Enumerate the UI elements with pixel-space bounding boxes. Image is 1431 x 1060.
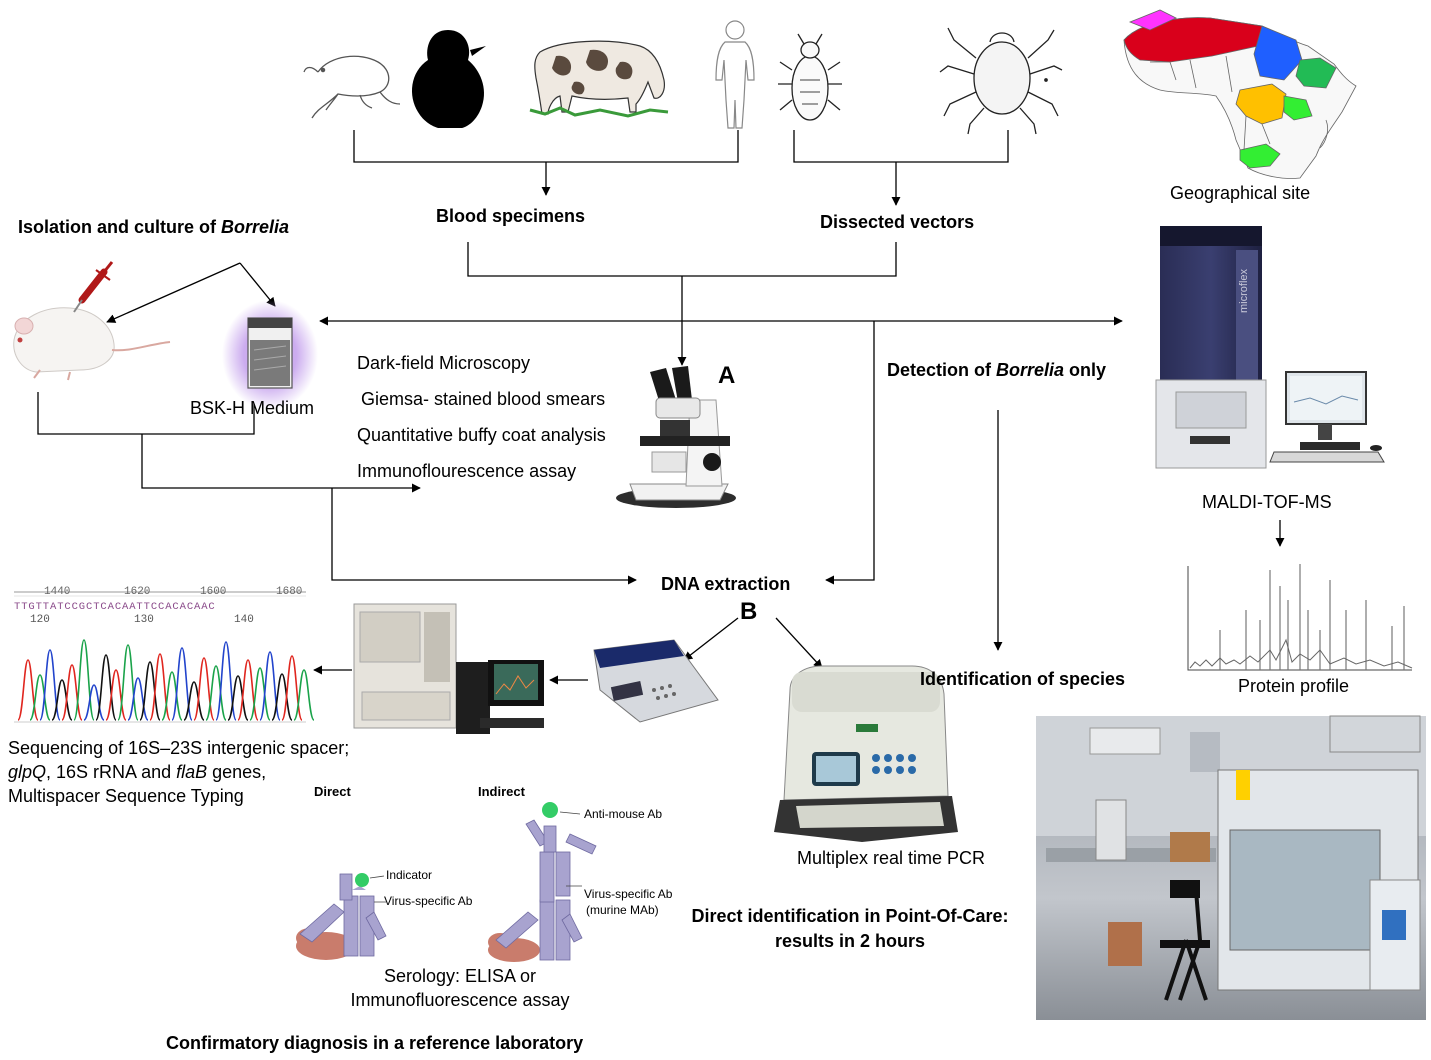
murine-mab-label: (murine MAb) [586,903,659,917]
seq-btick-3: 140 [234,614,254,626]
qbc-label: Quantitative buffy coat analysis [357,425,606,445]
dna-extraction-label: DNA extraction [661,574,791,594]
cow-icon [529,40,669,118]
culture-tube-icon [222,300,318,410]
chromatogram-peak [249,667,271,721]
giemsa-label: Giemsa- stained blood smears [361,389,606,409]
dark-field-label: Dark-field Microscopy [357,353,531,373]
direct-label: Direct [314,784,351,799]
dissected-vectors-label: Dissected vectors [820,212,975,232]
seq-tick-2: 1620 [124,586,151,598]
chromatogram-peak [183,681,205,721]
connectors [37,130,1285,685]
indirect-label: Indirect [478,784,525,799]
seq-btick-2: 130 [134,614,154,626]
protein-profile-label: Protein profile [1238,676,1350,696]
serology-line-2: Immunofluorescence assay [350,990,570,1010]
penguin-icon [412,30,486,128]
detection-label-suffix: only [1064,360,1107,380]
virus-ab-label: Virus-specific Ab [384,894,473,908]
poc-line-2: results in 2 hours [774,931,926,951]
panel-b-label: B [740,598,758,625]
detection-label: Detection of Borrelia only [887,360,1106,382]
louse-icon [778,33,842,121]
antibody-indirect [488,802,597,962]
chromatogram-peak [139,661,161,721]
lab-photo-icon [1036,715,1426,1020]
sequencing-line-1: Sequencing of 16S–23S intergenic spacer; [8,738,350,758]
ifa-label: Immunoflourescence assay [357,461,577,481]
detection-label-genus: Borrelia [996,360,1065,380]
chromatogram-peak [73,639,95,721]
chromatogram-peak [117,644,139,721]
chromatogram-peak [51,679,73,721]
chromatogram [10,586,315,726]
indicator-label: Indicator [386,868,433,882]
maldi-instrument-icon [1155,226,1385,469]
chromatogram-peak [127,677,149,721]
chromatogram-peak [105,669,127,721]
anti-mouse-ab-label: Anti-mouse Ab [584,807,663,821]
blood-specimens-label: Blood specimens [436,206,586,226]
isolation-label-genus: Borrelia [221,217,290,237]
detection-label-prefix: Detection of [887,360,997,380]
tick-icon [939,27,1063,135]
mouse-syringe-icon [13,261,171,381]
isolation-label: Isolation and culture of Borrelia [18,217,289,239]
seq-tick-1: 1440 [44,586,71,598]
sequence-bases: TTGTTATCCGCTCACAATTCCACACAAC [14,601,216,613]
antibody-direct [296,873,387,960]
africa-map-icon [1123,9,1357,179]
glpq-gene: glpQ [8,762,47,782]
flab-gene: flaB [176,762,208,782]
thermocycler-icon [593,639,719,723]
poc-line-1: Direct identification in Point-Of-Care: [691,906,1009,926]
chromatogram-peak [293,669,315,721]
virus-ab2-label: Virus-specific Ab [584,887,673,901]
rat-icon [303,55,401,119]
microscope-icon [616,366,736,508]
serology-line-1: Serology: ELISA or [383,966,537,986]
isolation-label-prefix: Isolation and culture of [18,217,222,237]
confirmatory-label: Confirmatory diagnosis in a reference la… [166,1033,584,1053]
multiplex-pcr-label: Multiplex real time PCR [797,848,986,868]
sequencing-line-3: Multispacer Sequence Typing [8,786,244,806]
chromatogram-peak [29,674,51,721]
chromatogram-peak [205,665,227,721]
maldi-label: MALDI-TOF-MS [1202,492,1332,512]
identification-label: Identification of species [920,669,1126,689]
panel-a-label: A [718,362,736,389]
chromatogram-peak [61,664,83,721]
sequencer-icon [353,603,544,734]
chromatogram-peak [161,671,183,721]
human-icon [715,20,755,129]
seq-btick-1: 120 [30,614,50,626]
geographical-site-label: Geographical site [1170,183,1311,203]
seq-line2-mid: , 16S rRNA and [46,762,177,782]
chromatogram-peak [95,654,117,721]
seq-tick-4: 1680 [276,586,303,598]
realtime-pcr-icon [774,665,958,842]
chromatogram-peak [227,675,249,721]
seq-tick-3: 1600 [200,586,227,598]
chromatogram-peak [83,684,105,721]
sequencing-line-2: glpQ, 16S rRNA and flaB genes, [8,762,266,784]
seq-line2-end: genes, [207,762,267,782]
chromatogram-peak [271,673,293,721]
protein-spectrum [1172,564,1416,676]
bsk-medium-label: BSK-H Medium [190,398,315,418]
microflex-brand: microflex [1238,268,1250,313]
